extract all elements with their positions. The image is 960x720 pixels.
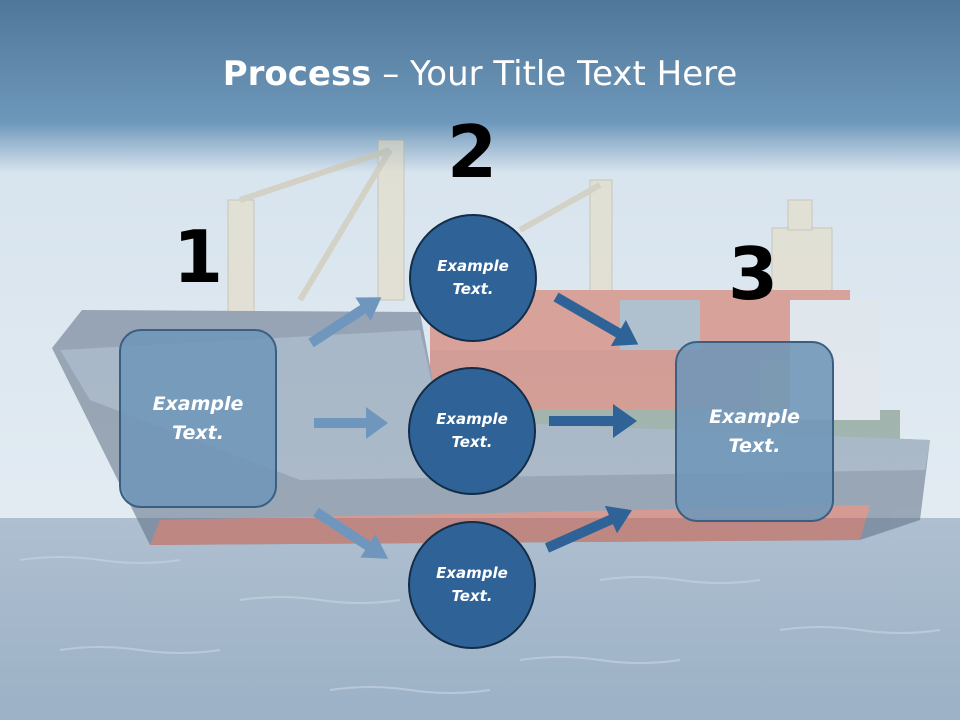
circle-middle-text: Example Text. [436,410,508,451]
title-bold: Process [222,54,372,94]
arrow-right-up [544,505,632,553]
step-3-box: Example Text. [675,341,834,522]
title-rest: – Your Title Text Here [371,54,738,94]
step-2-circle-middle: Example Text. [408,367,536,495]
arrow-left-down [313,507,389,559]
step-2-circle-top: Example Text. [409,214,537,342]
step-3-text: Example Text. [709,405,800,457]
arrow-left-up [308,297,382,348]
step-1-box: Example Text. [119,329,277,508]
slide-title: Process – Your Title Text Here [0,52,960,96]
sea-waves [19,556,941,694]
step-1-text: Example Text. [152,392,244,444]
arrow-right-down [553,292,639,346]
arrow-left-middle [314,407,388,439]
circle-top-text: Example Text. [437,257,509,298]
circle-bottom-text: Example Text. [436,564,508,605]
step-number-1: 1 [172,215,224,299]
step-number-3: 3 [727,232,779,316]
step-number-2: 2 [446,110,498,194]
step-2-circle-bottom: Example Text. [408,521,536,649]
arrow-right-middle [549,404,637,438]
